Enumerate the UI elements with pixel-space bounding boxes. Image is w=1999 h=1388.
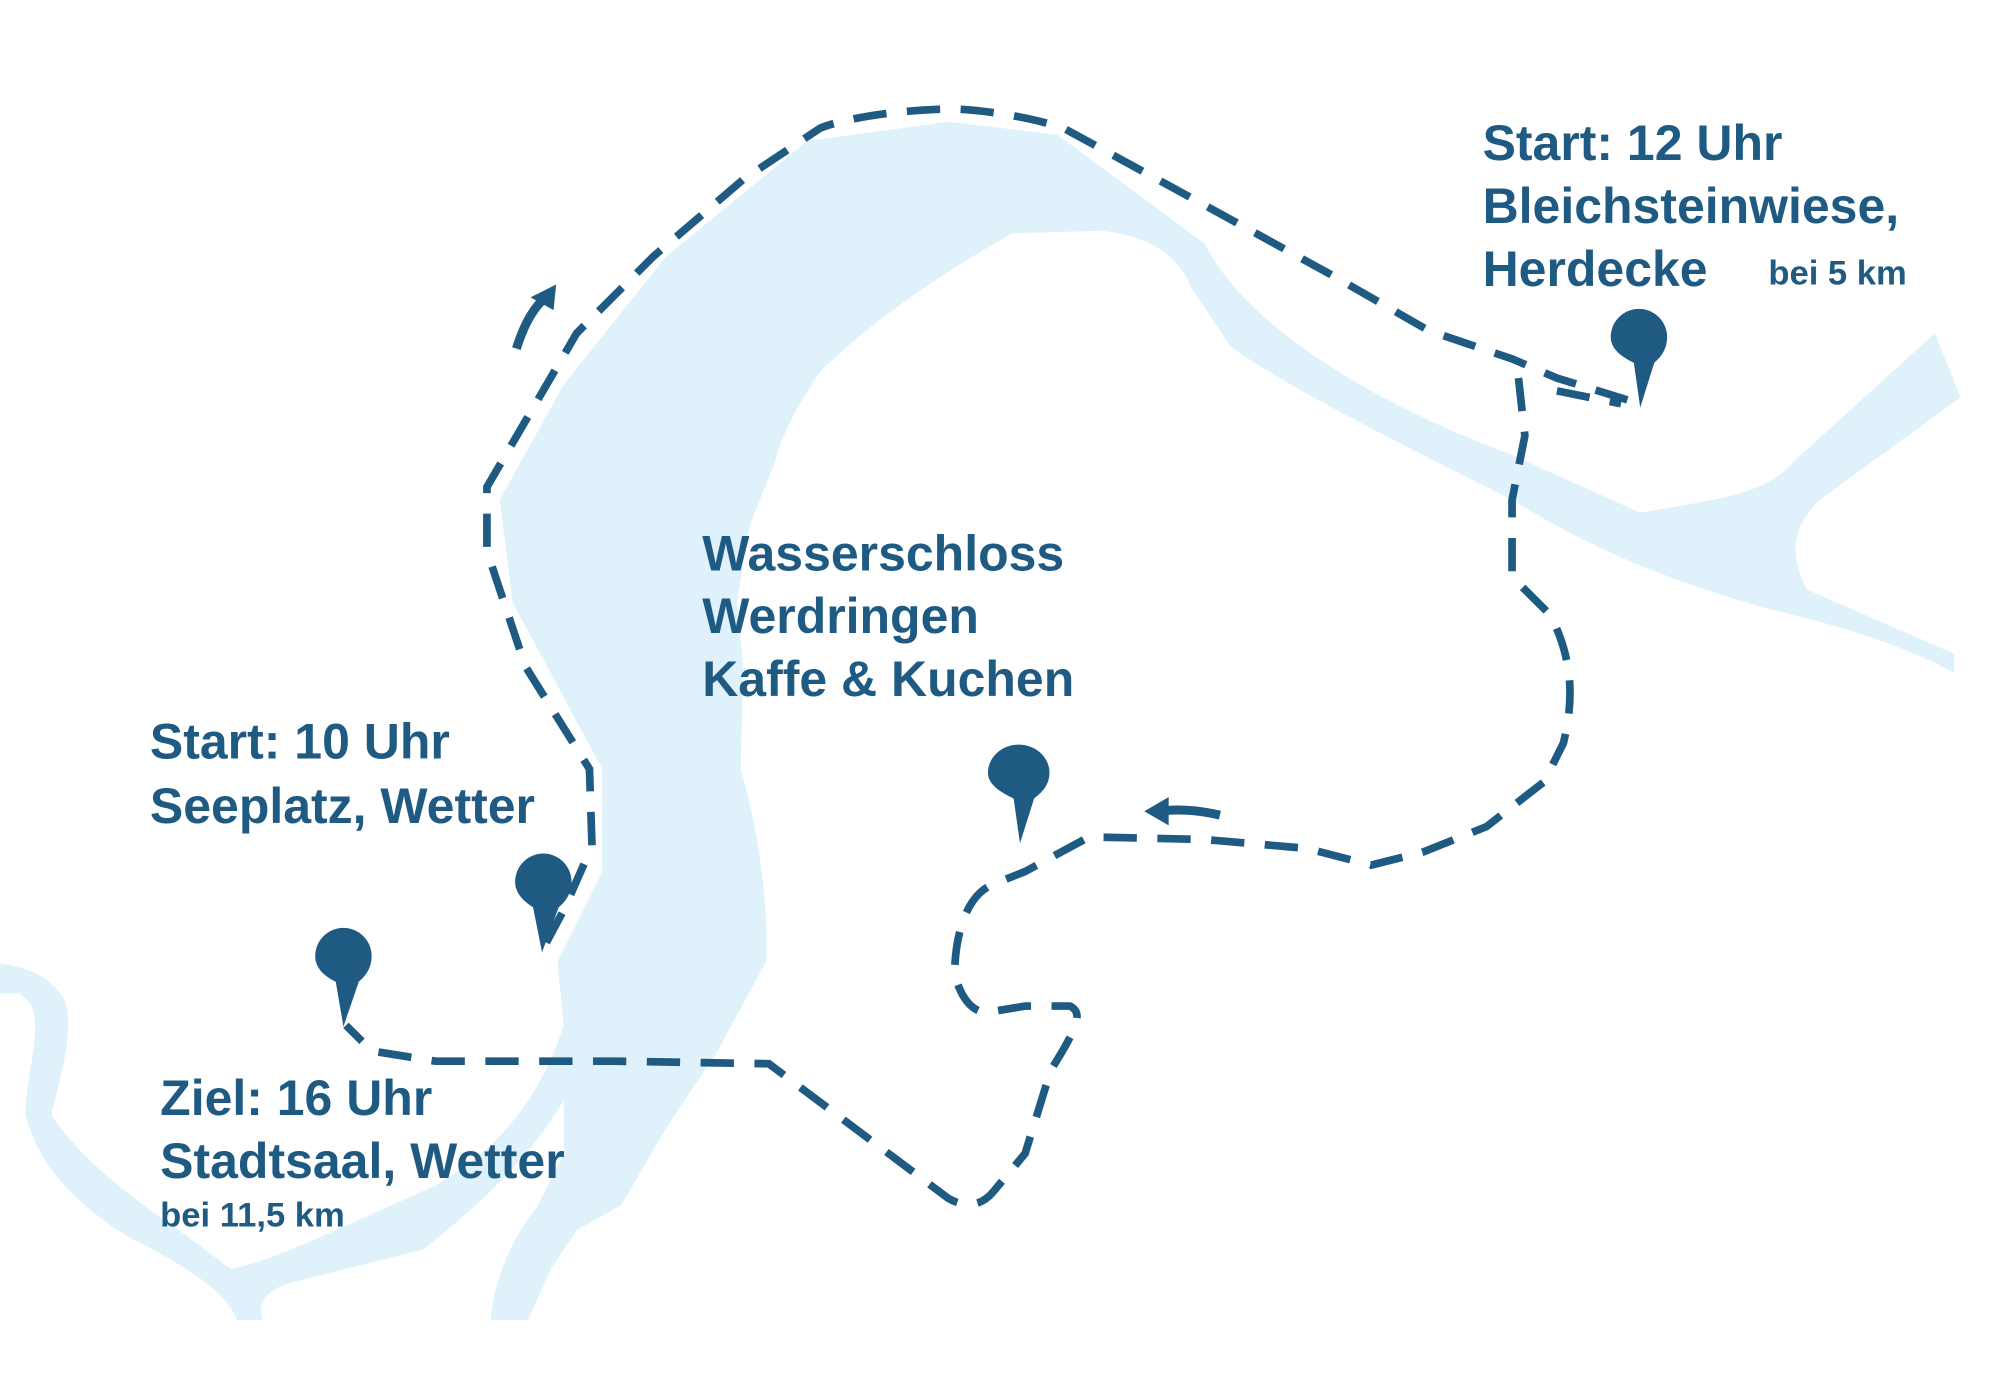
label-stadtsaal: Ziel: 16 Uhr Stadtsaal, Wetter bei 11,5 …: [160, 1070, 564, 1235]
map-pin-icon[interactable]: [1610, 308, 1668, 408]
arrowhead-north-icon: [530, 284, 557, 311]
pins: [315, 308, 1668, 1027]
stop-distance: bei 5 km: [1768, 255, 1906, 293]
main-river: [490, 121, 1961, 1321]
direction-arrow-west: [1158, 805, 1221, 820]
stop-place: Stadtsaal, Wetter: [160, 1133, 564, 1189]
stop-time: Ziel: 16 Uhr: [160, 1070, 432, 1126]
stop-town: Herdecke: [1483, 241, 1708, 297]
small-tributary: [490, 1025, 663, 1321]
stop-time: Start: 10 Uhr: [150, 714, 450, 770]
stop-place: Wasserschloss: [702, 525, 1064, 581]
map-pin-icon[interactable]: [987, 744, 1050, 844]
stop-note: Kaffe & Kuchen: [702, 651, 1074, 707]
left-tributary: [0, 963, 577, 1321]
route-segment-south: [343, 377, 1574, 1209]
stop-time: Start: 12 Uhr: [1483, 115, 1783, 171]
stop-place: Bleichsteinwiese,: [1483, 178, 1900, 234]
label-werdringen: Wasserschloss Werdringen Kaffe & Kuchen: [702, 525, 1074, 707]
stop-place: Seeplatz, Wetter: [150, 778, 535, 834]
walking-route: [343, 105, 1629, 1209]
map-pin-icon[interactable]: [515, 853, 572, 953]
label-herdecke: Start: 12 Uhr Bleichsteinwiese, Herdecke…: [1483, 115, 1907, 297]
route-segment-herdecke: [1556, 387, 1622, 408]
water-bodies: [0, 121, 1961, 1321]
stop-town: Werdringen: [702, 588, 979, 644]
stop-distance: bei 11,5 km: [160, 1197, 345, 1235]
map-pin-icon[interactable]: [315, 927, 372, 1027]
label-seeplatz: Start: 10 Uhr Seeplatz, Wetter: [150, 714, 535, 834]
arrowhead-west-icon: [1144, 797, 1169, 826]
route-segment-north: [483, 105, 1629, 948]
